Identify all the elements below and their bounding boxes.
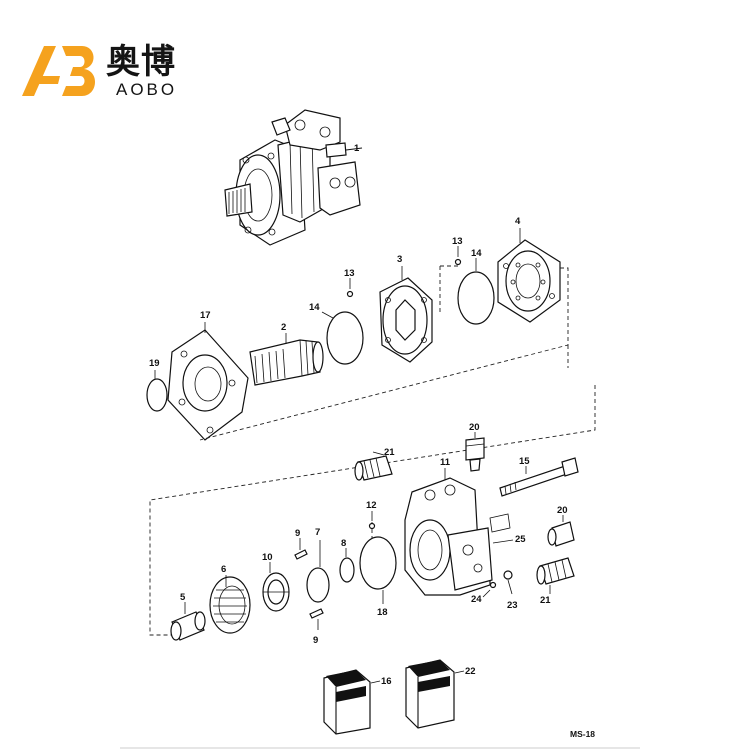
callout-19: 19 (149, 358, 160, 369)
callout-24: 24 (471, 594, 482, 605)
callout-25: 25 (515, 534, 526, 545)
callout-20b: 20 (557, 505, 568, 516)
callout-14a: 14 (309, 302, 320, 313)
ab-monogram-icon (22, 46, 96, 96)
callout-8: 8 (341, 538, 346, 549)
callout-21a: 21 (384, 447, 395, 458)
part-9-spring-pin (294, 549, 308, 560)
callout-9b: 9 (313, 635, 318, 646)
callout-9a: 9 (295, 528, 300, 539)
callout-16: 16 (381, 676, 392, 687)
part-6-drive-gear (209, 576, 251, 634)
part-13-pin (346, 290, 354, 298)
part-17-flange-housing (167, 329, 249, 441)
part-20-check-valve (465, 437, 485, 472)
callout-14b: 14 (471, 248, 482, 259)
drawing-reference-label: MS-18 (570, 729, 595, 739)
part-1-motor-assembly (224, 109, 363, 246)
callout-17: 17 (200, 310, 211, 321)
part-22-seal-kit-box (405, 659, 455, 729)
callout-20a: 20 (469, 422, 480, 433)
part-5-coupling (170, 611, 206, 641)
callout-12: 12 (366, 500, 377, 511)
part-2-splined-shaft (249, 339, 324, 386)
callout-23: 23 (507, 600, 518, 611)
part-10-bearing (262, 572, 290, 612)
part-11-valve-housing (404, 477, 511, 596)
part-23-washer (503, 570, 513, 580)
part-14-o-ring-right (457, 271, 495, 325)
aobo-logo: 奥博 AOBO (20, 40, 200, 100)
part-9-spring-pin-lower (309, 608, 324, 619)
part-7-snap-ring (306, 567, 330, 603)
callout-13b: 13 (452, 236, 463, 247)
callout-15: 15 (519, 456, 530, 467)
part-4-end-cover (497, 239, 561, 323)
part-13-pin-right (454, 258, 462, 266)
part-12-pin (368, 522, 376, 530)
part-19-o-ring (146, 378, 168, 412)
part-16-seal-kit-box (323, 669, 371, 735)
brand-name-chinese: 奥博 (106, 42, 176, 82)
part-18-o-ring (359, 536, 397, 590)
callout-2: 2 (281, 322, 286, 333)
callout-22: 22 (465, 666, 476, 677)
callout-4: 4 (515, 216, 521, 227)
callout-10: 10 (262, 552, 273, 563)
callout-7: 7 (315, 527, 320, 538)
part-14-o-ring (326, 311, 364, 365)
part-8-ring (339, 557, 355, 583)
part-20-check-valve-right (547, 521, 575, 547)
part-15-bolt (499, 457, 579, 497)
callout-1: 1 (354, 143, 360, 154)
part-21-plug-right (536, 557, 575, 585)
callout-13a: 13 (344, 268, 355, 279)
part-3-gerotor-plate (379, 277, 433, 363)
callout-18: 18 (377, 607, 388, 618)
part-24-ball (489, 581, 497, 589)
brand-name-english: AOBO (116, 80, 178, 99)
callout-21b: 21 (540, 595, 551, 606)
callout-6: 6 (221, 564, 226, 575)
callout-3: 3 (397, 254, 402, 265)
callout-11: 11 (440, 457, 451, 468)
callout-5: 5 (180, 592, 186, 603)
part-21-plug (354, 455, 393, 481)
